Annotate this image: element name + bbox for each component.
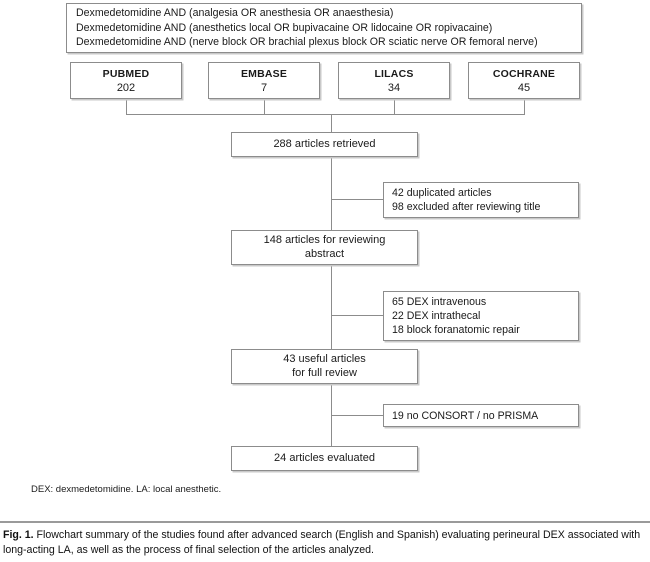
database-name-embase: EMBASE xyxy=(240,67,288,80)
connector-database-bus xyxy=(126,114,525,115)
search-query-line-1: Dexmedetomidine AND (analgesia OR anesth… xyxy=(76,7,394,20)
figure-caption-label: Fig. 1. xyxy=(3,529,34,541)
database-name-lilacs: LILACS xyxy=(374,67,414,80)
database-count-embase: 7 xyxy=(260,81,268,94)
flow-box-articles-for-reviewing-abstract: 148 articles for reviewing abstract xyxy=(231,230,418,265)
connector-stub-pubmed xyxy=(126,99,127,114)
connector-stub-embase xyxy=(264,99,265,114)
database-name-pubmed: PUBMED xyxy=(102,67,150,80)
database-count-cochrane: 45 xyxy=(517,81,531,94)
connector-trunk-retrieved-to-abstract xyxy=(331,157,332,230)
flow-box-articles-evaluated: 24 articles evaluated xyxy=(231,446,418,471)
search-query-box: Dexmedetomidine AND (analgesia OR anesth… xyxy=(66,3,582,53)
exclusion-box-duplicated-and-title: 42 duplicated articles 98 excluded after… xyxy=(383,182,579,218)
database-box-embase: EMBASE 7 xyxy=(208,62,320,99)
figure-caption-text: Flowchart summary of the studies found a… xyxy=(3,529,641,556)
database-box-lilacs: LILACS 34 xyxy=(338,62,450,99)
database-count-lilacs: 34 xyxy=(387,81,401,94)
figure-footnote-abbreviations: DEX: dexmedetomidine. LA: local anesthet… xyxy=(31,484,222,495)
search-query-line-2: Dexmedetomidine AND (anesthetics local O… xyxy=(76,21,493,34)
search-query-line-3: Dexmedetomidine AND (nerve block OR brac… xyxy=(76,36,538,49)
database-box-cochrane: COCHRANE 45 xyxy=(468,62,580,99)
figure-caption: Fig. 1. Flowchart summary of the studies… xyxy=(3,528,648,557)
caption-divider xyxy=(0,521,650,523)
connector-branch-exclusion-2 xyxy=(331,315,383,316)
flow-box-useful-articles-full-review: 43 useful articles for full review xyxy=(231,349,418,384)
exclusion-box-dex-route: 65 DEX intravenous 22 DEX intrathecal 18… xyxy=(383,291,579,341)
database-count-pubmed: 202 xyxy=(116,81,136,94)
database-name-cochrane: COCHRANE xyxy=(492,67,556,80)
connector-branch-exclusion-1 xyxy=(331,199,383,200)
connector-stub-cochrane xyxy=(524,99,525,114)
connector-trunk-abstract-to-useful xyxy=(331,265,332,349)
database-box-pubmed: PUBMED 202 xyxy=(70,62,182,99)
connector-branch-exclusion-3 xyxy=(331,415,383,416)
connector-bus-drop xyxy=(331,114,332,132)
connector-stub-lilacs xyxy=(394,99,395,114)
exclusion-box-no-consort-prisma: 19 no CONSORT / no PRISMA xyxy=(383,404,579,427)
flow-box-articles-retrieved: 288 articles retrieved xyxy=(231,132,418,157)
